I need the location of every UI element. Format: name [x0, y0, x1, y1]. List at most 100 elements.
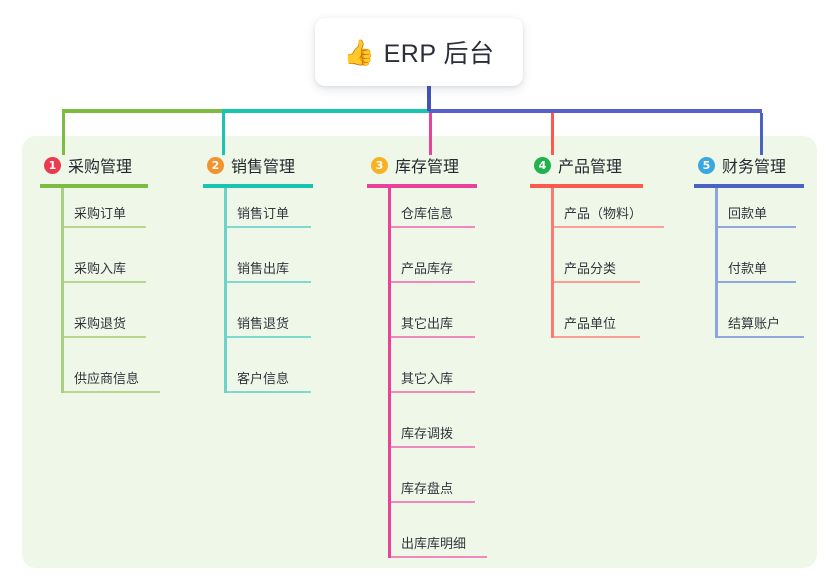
- branch-badge-icon-3: 3: [371, 156, 388, 174]
- branch-item-underline: [391, 446, 475, 448]
- branch-item-label: 供应商信息: [74, 371, 140, 386]
- branch-item-label: 产品单位: [564, 316, 617, 331]
- branch-item-label: 结算账户: [728, 316, 781, 331]
- branch-item[interactable]: 产品分类: [554, 260, 640, 283]
- branch-item[interactable]: 销售出库: [227, 260, 311, 283]
- branch-item[interactable]: 采购退货: [64, 315, 146, 338]
- branch-item-label: 采购入库: [74, 261, 127, 276]
- drop-connector-5: [760, 113, 763, 155]
- branch-item[interactable]: 产品库存: [391, 260, 475, 283]
- branch-item-underline: [554, 336, 640, 338]
- drop-connector-3: [429, 113, 432, 155]
- branch-underline-5: [694, 184, 804, 188]
- root-node-erp[interactable]: 👍 ERP 后台: [315, 18, 523, 86]
- branch-item-label: 库存盘点: [401, 481, 454, 496]
- branch-item[interactable]: 其它出库: [391, 315, 475, 338]
- branch-item[interactable]: 产品单位: [554, 315, 640, 338]
- branch-spine-3: [388, 188, 391, 558]
- branch-item[interactable]: 库存盘点: [391, 480, 475, 503]
- branch-item[interactable]: 采购入库: [64, 260, 146, 283]
- branch-header-4[interactable]: 4 产品管理: [530, 150, 622, 180]
- branch-item[interactable]: 销售退货: [227, 315, 311, 338]
- branch-item[interactable]: 产品（物料）: [554, 205, 664, 228]
- branch-underline-3: [367, 184, 477, 188]
- drop-connector-4: [551, 113, 554, 155]
- branch-column-2: 2 销售管理销售订单销售出库销售退货客户信息: [203, 150, 313, 393]
- connector-green-segment: [62, 109, 222, 113]
- branch-column-1: 1 采购管理采购订单采购入库采购退货供应商信息: [40, 150, 160, 393]
- branch-item-underline: [391, 281, 475, 283]
- branch-item-label: 采购订单: [74, 206, 127, 221]
- branch-column-3: 3 库存管理仓库信息产品库存其它出库其它入库库存调拨库存盘点出库库明细: [367, 150, 487, 558]
- branch-item[interactable]: 库存调拨: [391, 425, 475, 448]
- branch-spine-2: [224, 188, 227, 393]
- branch-item[interactable]: 采购订单: [64, 205, 146, 228]
- branch-item[interactable]: 仓库信息: [391, 205, 475, 228]
- branch-spine-5: [715, 188, 718, 338]
- branch-item[interactable]: 付款单: [718, 260, 796, 283]
- drop-connector-2: [222, 113, 225, 155]
- branch-item-label: 产品分类: [564, 261, 617, 276]
- connector-blue-segment: [429, 109, 762, 113]
- branch-item-label: 仓库信息: [401, 206, 454, 221]
- branch-underline-1: [40, 184, 148, 188]
- branch-item-underline: [391, 501, 475, 503]
- branch-item[interactable]: 其它入库: [391, 370, 475, 393]
- branch-header-3[interactable]: 3 库存管理: [367, 150, 459, 180]
- root-node-label: ERP 后台: [383, 40, 495, 68]
- branch-badge-icon-1: 1: [44, 156, 61, 174]
- branch-spine-4: [551, 188, 554, 338]
- branch-item-label: 销售出库: [237, 261, 290, 276]
- branch-item-underline: [64, 336, 146, 338]
- branch-item[interactable]: 回款单: [718, 205, 796, 228]
- branch-item-underline: [718, 281, 796, 283]
- branch-item-underline: [64, 391, 160, 393]
- root-stem-connector: [427, 86, 431, 111]
- branch-item-underline: [64, 281, 146, 283]
- branch-item-underline: [554, 281, 640, 283]
- branch-item-label: 付款单: [728, 261, 768, 276]
- branch-item-label: 产品库存: [401, 261, 454, 276]
- branch-item-underline: [391, 556, 487, 558]
- branch-item-underline: [227, 391, 311, 393]
- branch-item-underline: [718, 226, 796, 228]
- branch-header-1[interactable]: 1 采购管理: [40, 150, 132, 180]
- branch-header-2[interactable]: 2 销售管理: [203, 150, 295, 180]
- branch-item-label: 其它出库: [401, 316, 454, 331]
- branch-title-2: 销售管理: [231, 159, 296, 176]
- branch-item-underline: [227, 226, 311, 228]
- branch-item-underline: [391, 336, 475, 338]
- branch-header-5[interactable]: 5 财务管理: [694, 150, 786, 180]
- branch-item[interactable]: 供应商信息: [64, 370, 160, 393]
- branch-item[interactable]: 客户信息: [227, 370, 311, 393]
- branch-item-label: 销售退货: [237, 316, 290, 331]
- thumbs-up-icon: 👍: [343, 37, 375, 67]
- branch-item-label: 出库库明细: [401, 536, 467, 551]
- branch-item-label: 采购退货: [74, 316, 127, 331]
- branch-title-5: 财务管理: [722, 159, 787, 176]
- branch-item-underline: [718, 336, 804, 338]
- connector-teal-segment: [222, 109, 429, 113]
- branch-item-label: 其它入库: [401, 371, 454, 386]
- branch-item-label: 库存调拨: [401, 426, 454, 441]
- branch-title-1: 采购管理: [68, 159, 133, 176]
- branch-item-label: 回款单: [728, 206, 768, 221]
- branch-underline-4: [530, 184, 643, 188]
- branch-item[interactable]: 销售订单: [227, 205, 311, 228]
- branch-item-underline: [391, 391, 475, 393]
- branch-title-3: 库存管理: [395, 159, 460, 176]
- drop-connector-1: [62, 113, 65, 155]
- branch-item-underline: [391, 226, 475, 228]
- branch-item[interactable]: 结算账户: [718, 315, 804, 338]
- branch-item-underline: [227, 281, 311, 283]
- branch-column-4: 4 产品管理产品（物料） 产品分类产品单位: [530, 150, 664, 338]
- branch-column-5: 5 财务管理回款单付款单结算账户: [694, 150, 804, 338]
- branch-title-4: 产品管理: [558, 159, 623, 176]
- branch-badge-icon-2: 2: [207, 156, 224, 174]
- branch-item-underline: [64, 226, 146, 228]
- content-panel: [22, 136, 817, 568]
- branch-badge-icon-4: 4: [534, 156, 551, 174]
- branch-badge-icon-5: 5: [698, 156, 715, 174]
- branch-item[interactable]: 出库库明细: [391, 535, 487, 558]
